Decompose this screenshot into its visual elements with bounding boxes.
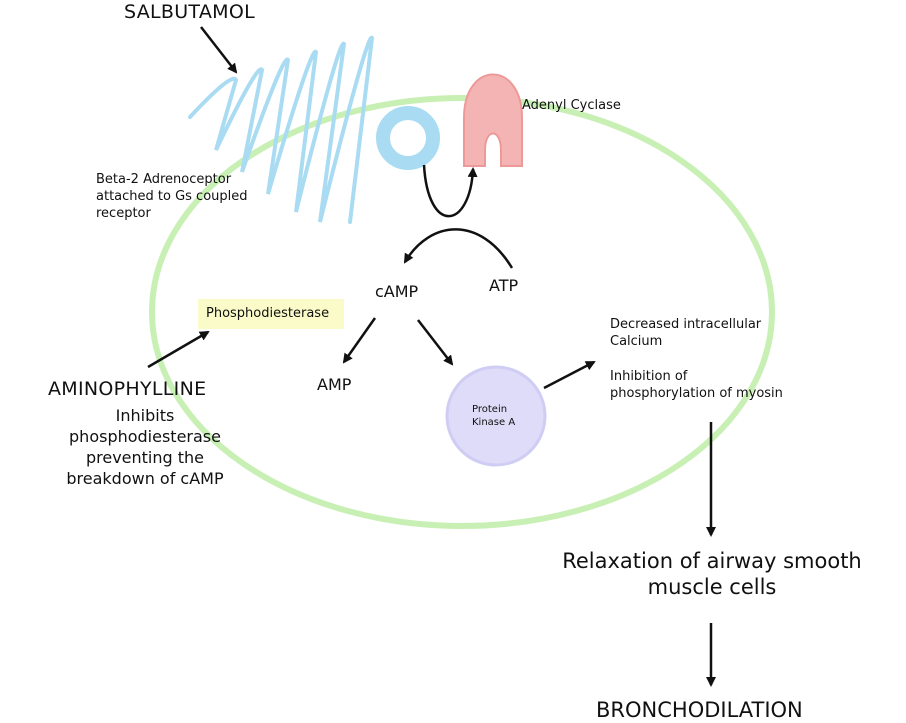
relaxation-line-2: muscle cells — [647, 575, 777, 599]
beta2-line-2: attached to Gs coupled — [96, 189, 248, 204]
protein-kinase-line-1: Protein — [472, 404, 508, 415]
decreased-calcium-line-2: Calcium — [610, 334, 663, 349]
adenyl-cyclase-shape — [463, 73, 523, 167]
relaxation-label: Relaxation of airway smooth muscle cells — [540, 548, 884, 600]
salbutamol-label: SALBUTAMOL — [124, 1, 255, 23]
adenyl-cyclase-label: Adenyl Cyclase — [522, 98, 621, 113]
aminophylline-label: AMINOPHYLLINE — [48, 378, 207, 400]
camp-to-amp-arrow — [342, 317, 377, 364]
pka-to-effects-arrow — [543, 360, 596, 390]
gprotein-to-cyclase-curve — [422, 164, 478, 218]
amp-label: AMP — [317, 375, 352, 394]
protein-kinase-circle — [445, 365, 547, 467]
g-protein-ring — [376, 106, 440, 170]
protein-kinase-line-2: Kinase A — [472, 417, 516, 428]
beta2-label: Beta-2 Adrenoceptor attached to Gs coupl… — [96, 171, 248, 222]
aminophylline-desc-line-2: phosphodiesterase — [69, 427, 221, 446]
decreased-calcium-line-1: Decreased intracellular — [610, 317, 762, 332]
aminophylline-desc-line-4: breakdown of cAMP — [66, 469, 224, 488]
cell-membrane — [149, 95, 775, 529]
camp-label: cAMP — [375, 282, 419, 301]
atp-label: ATP — [489, 276, 519, 295]
salbutamol-arrow — [200, 26, 238, 74]
aminophylline-arrow — [147, 330, 210, 369]
bronchodilation-label: BRONCHODILATION — [596, 698, 803, 722]
atp-to-camp-curve — [403, 228, 514, 269]
aminophylline-description: Inhibits phosphodiesterase preventing th… — [50, 405, 240, 489]
protein-kinase-label: Protein Kinase A — [472, 403, 515, 429]
inhibition-myosin-line-2: phosphorylation of myosin — [610, 386, 783, 401]
beta2-line-3: receptor — [96, 206, 151, 221]
beta2-line-1: Beta-2 Adrenoceptor — [96, 172, 232, 187]
inhibition-myosin-label: Inhibition of phosphorylation of myosin — [610, 368, 783, 402]
inhibition-myosin-line-1: Inhibition of — [610, 369, 688, 384]
aminophylline-desc-line-3: preventing the — [85, 448, 205, 467]
beta2-receptor-shape — [188, 35, 375, 224]
aminophylline-desc-line-1: Inhibits — [115, 406, 175, 425]
decreased-calcium-label: Decreased intracellular Calcium — [610, 316, 761, 350]
camp-to-pka-arrow — [417, 319, 454, 366]
relaxation-line-1: Relaxation of airway smooth — [562, 549, 862, 573]
phosphodiesterase-label: Phosphodiesterase — [206, 306, 330, 321]
phosphodiesterase-box — [198, 299, 344, 329]
